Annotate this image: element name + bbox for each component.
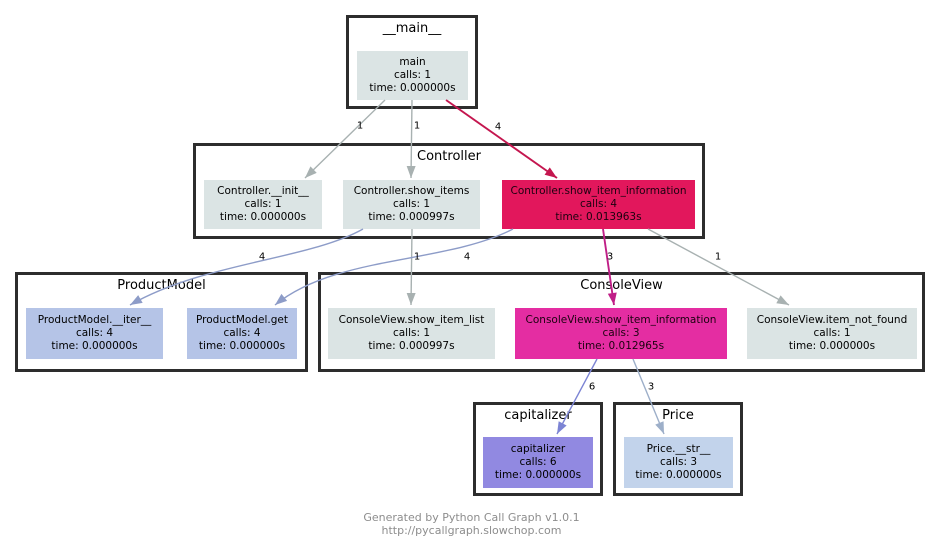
edge-label-main-to-controller-show-item-info: 4 bbox=[494, 121, 502, 133]
edge-label-show-item-info-to-productmodel-get: 4 bbox=[463, 251, 471, 263]
cluster-title-main: __main__ bbox=[382, 21, 442, 36]
node-productmodel-get-line-2: time: 0.000000s bbox=[198, 340, 286, 352]
node-controller-show-items-line-2: time: 0.000997s bbox=[368, 211, 455, 223]
node-controller-show-items-line-0: Controller.show_items bbox=[353, 185, 470, 197]
cluster-title-controller: Controller bbox=[417, 149, 481, 164]
node-controller-show-item-information-line-2: time: 0.013963s bbox=[555, 211, 642, 223]
edge-label-main-to-controller-init: 1 bbox=[356, 120, 364, 132]
cluster-title-productmodel: ProductModel bbox=[117, 278, 206, 293]
edge-label-show-items-to-productmodel-iter: 4 bbox=[258, 251, 266, 263]
edge-label-main-to-controller-show-items: 1 bbox=[413, 120, 421, 132]
node-main-line-2: time: 0.000000s bbox=[369, 82, 456, 94]
cluster-title-consoleview: ConsoleView bbox=[580, 278, 663, 293]
node-controller-show-item-information-line-1: calls: 4 bbox=[579, 198, 618, 210]
cluster-title-capitalizer: capitalizer bbox=[504, 408, 572, 423]
node-controller-init-line-1: calls: 1 bbox=[244, 198, 282, 210]
edge-label-consoleview-info-to-price-str: 3 bbox=[647, 381, 655, 393]
node-controller-show-items-line-1: calls: 1 bbox=[392, 198, 431, 210]
node-price-str-line-1: calls: 3 bbox=[659, 456, 698, 468]
node-productmodel-get-line-1: calls: 4 bbox=[223, 327, 261, 339]
node-consoleview-show-item-information-line-0: ConsoleView.show_item_information bbox=[525, 314, 717, 326]
node-consoleview-show-item-list-line-1: calls: 1 bbox=[392, 327, 431, 339]
node-capitalizer-line-0: capitalizer bbox=[510, 443, 566, 455]
node-controller-init-line-0: Controller.__init__ bbox=[217, 185, 309, 197]
node-consoleview-item-not-found-line-2: time: 0.000000s bbox=[788, 340, 876, 352]
node-capitalizer-line-1: calls: 6 bbox=[519, 456, 557, 468]
node-consoleview-show-item-list-line-0: ConsoleView.show_item_list bbox=[338, 314, 485, 326]
footer-url-text: http://pycallgraph.slowchop.com bbox=[381, 524, 562, 537]
node-consoleview-item-not-found-line-0: ConsoleView.item_not_found bbox=[756, 314, 908, 326]
node-controller-init-line-2: time: 0.000000s bbox=[219, 211, 307, 223]
edge-label-show-item-info-to-item-not-found: 1 bbox=[714, 251, 722, 263]
node-capitalizer-line-2: time: 0.000000s bbox=[494, 469, 582, 481]
node-consoleview-item-not-found-line-1: calls: 1 bbox=[813, 327, 851, 339]
node-productmodel-iter-line-0: ProductModel.__iter__ bbox=[37, 314, 152, 326]
cluster-title-price: Price bbox=[662, 408, 694, 423]
footer-generator-text: Generated by Python Call Graph v1.0.1 bbox=[363, 511, 580, 524]
node-consoleview-show-item-information-line-2: time: 0.012965s bbox=[577, 340, 665, 352]
node-main-line-0: main bbox=[399, 56, 426, 68]
node-consoleview-show-item-list-line-2: time: 0.000997s bbox=[368, 340, 455, 352]
node-price-str-line-0: Price.__str__ bbox=[646, 443, 711, 455]
edge-label-show-items-to-consoleview-list: 1 bbox=[413, 251, 421, 263]
node-productmodel-iter-line-1: calls: 4 bbox=[75, 327, 114, 339]
node-price-str-line-2: time: 0.000000s bbox=[635, 469, 722, 481]
node-controller-show-item-information-line-0: Controller.show_item_information bbox=[510, 185, 687, 197]
edge-label-consoleview-info-to-capitalizer: 6 bbox=[588, 381, 596, 393]
edge-label-show-item-info-to-consoleview-info: 3 bbox=[606, 251, 614, 263]
node-productmodel-iter-line-2: time: 0.000000s bbox=[51, 340, 138, 352]
node-consoleview-show-item-information-line-1: calls: 3 bbox=[602, 327, 640, 339]
node-productmodel-get-line-0: ProductModel.get bbox=[196, 314, 288, 326]
node-main-line-1: calls: 1 bbox=[393, 69, 432, 81]
